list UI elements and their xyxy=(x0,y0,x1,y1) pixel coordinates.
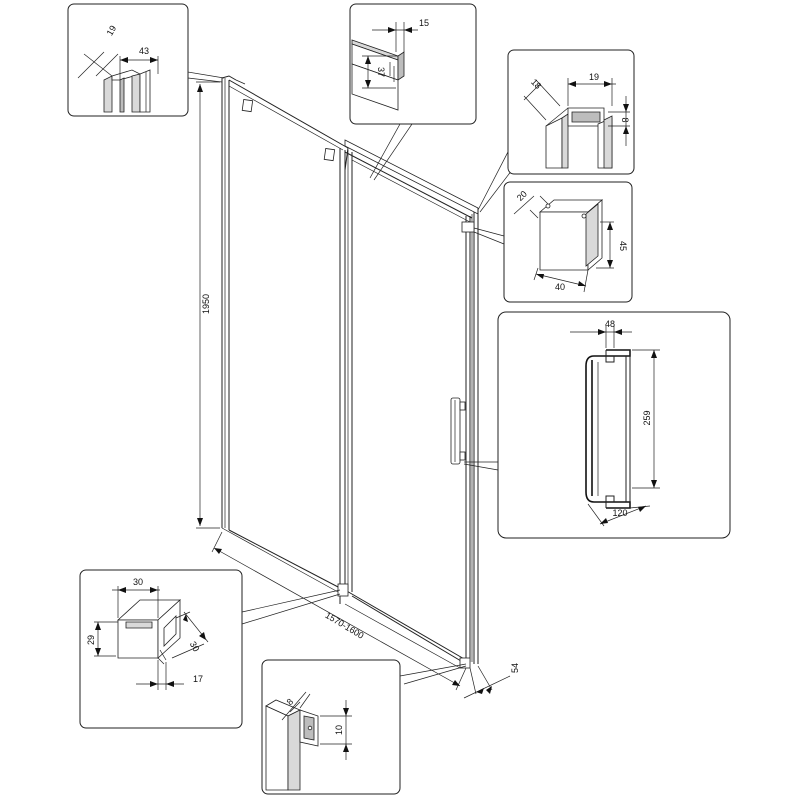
label-width: 1570-1600 xyxy=(324,610,366,641)
detail-hinge: 30 29 30 17 xyxy=(79,569,243,729)
label-bracket-b: 45 xyxy=(618,241,628,251)
dimension-depth-54: 54 xyxy=(463,663,520,699)
detail-top-middle-profile: 15 37 xyxy=(349,3,477,125)
label-hinge-a: 30 xyxy=(133,577,143,587)
door-handle xyxy=(450,397,466,465)
label-hinge-b: 29 xyxy=(86,635,96,645)
detail-bottom-profile: 8 10 xyxy=(261,659,401,795)
label-handle-depth: 120 xyxy=(612,508,627,518)
label-top-left-a: 19 xyxy=(105,24,119,38)
label-top-right-b: 19 xyxy=(589,72,599,82)
label-top-mid-a: 15 xyxy=(419,18,429,28)
label-top-mid-b: 37 xyxy=(376,67,386,77)
label-hinge-d: 17 xyxy=(193,674,203,684)
label-bottom-a: 8 xyxy=(285,697,296,708)
label-handle-width: 48 xyxy=(605,319,615,329)
label-bottom-b: 10 xyxy=(334,725,344,735)
label-hinge-c: 30 xyxy=(188,640,202,654)
fixed-glass-panel xyxy=(221,75,349,593)
detail-top-left-profile: 19 43 xyxy=(67,3,189,117)
detail-handle: 48 259 120 xyxy=(497,311,731,539)
label-handle-height: 259 xyxy=(642,410,652,425)
label-1950: 1950 xyxy=(201,294,211,314)
label-top-right-c: 8 xyxy=(620,117,630,122)
label-54: 54 xyxy=(510,663,520,673)
label-bracket-c: 40 xyxy=(555,282,565,292)
detail-bracket: 20 45 40 xyxy=(503,181,633,303)
dimension-height-1950: 1950 xyxy=(196,81,220,529)
door-glass-panel xyxy=(337,139,479,669)
main-assembly: 1950 1570-1600 54 xyxy=(196,75,520,699)
label-top-left-b: 43 xyxy=(139,46,149,56)
detail-top-right-profile: 18 19 8 xyxy=(507,49,635,175)
callout-leaders xyxy=(187,71,513,685)
